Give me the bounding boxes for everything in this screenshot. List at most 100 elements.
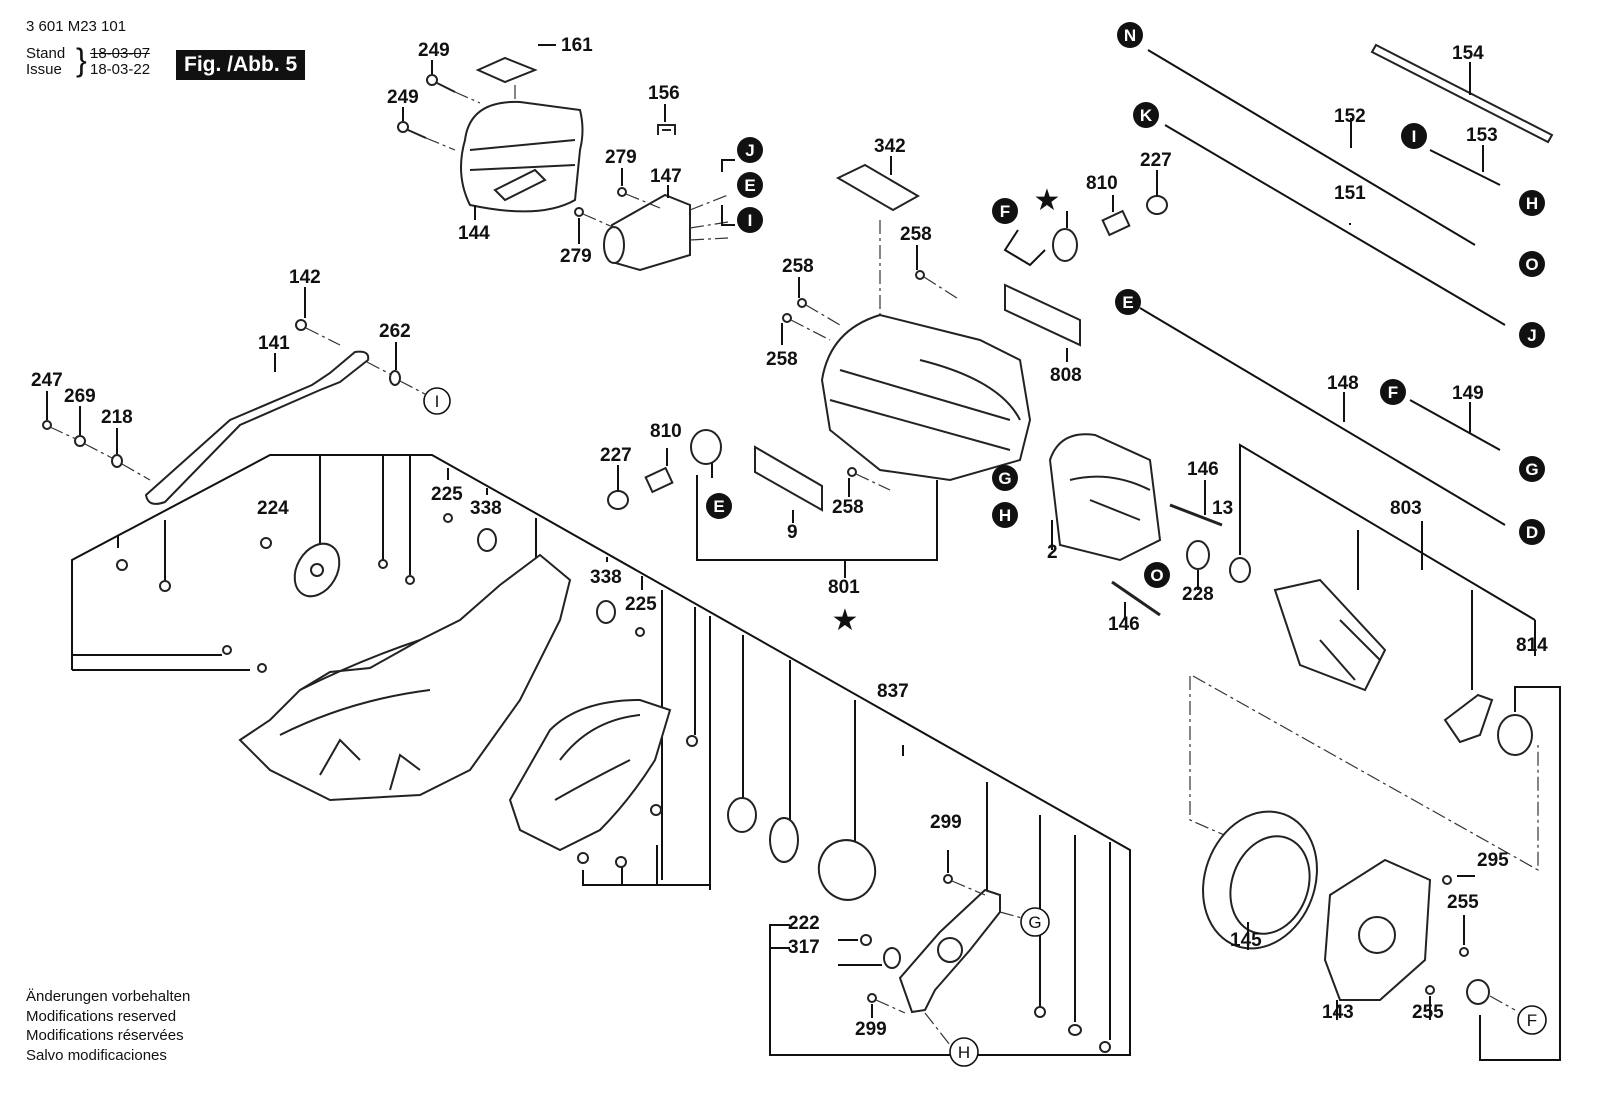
- star-symbol-brush: ★: [1034, 184, 1061, 217]
- svg-text:H: H: [1526, 194, 1538, 213]
- brush-cap-227-b: [1146, 170, 1168, 215]
- part-label: 153: [1466, 125, 1498, 146]
- part-label: 152: [1334, 106, 1366, 127]
- armature-bracket-803: [1357, 521, 1536, 690]
- part-label: 151: [1334, 183, 1366, 204]
- stand-label: Stand: [26, 45, 66, 62]
- carbon-brush-810-b: [1101, 195, 1131, 237]
- brush-holder-a: [690, 429, 722, 478]
- wire-148: [1139, 307, 1506, 526]
- ref-marker-o-wire: O: [1519, 251, 1545, 277]
- svg-text:★: ★: [832, 604, 859, 637]
- revision-dates: 18-03-07 18-03-22: [90, 46, 150, 78]
- screw-142: [295, 287, 341, 346]
- ref-markers-light: I G H F: [423, 387, 1547, 1067]
- issue-label: Issue: [26, 61, 62, 78]
- part-label: 279: [605, 147, 637, 168]
- switch-147: [603, 159, 735, 272]
- part-label: 255: [1412, 1002, 1444, 1023]
- part-label: 258: [782, 256, 814, 277]
- svg-text:I: I: [748, 211, 753, 230]
- part-label: 146: [1187, 459, 1219, 480]
- nut-269: [49, 406, 86, 447]
- part-label: 299: [855, 1019, 887, 1040]
- through-bolt-146-a: [1169, 480, 1223, 527]
- small-fasteners: [116, 513, 1111, 1053]
- note-spanish: Salvo modificaciones: [26, 1046, 167, 1064]
- document-code: 3 601 M23 101: [26, 18, 127, 35]
- screw-249-b: [397, 107, 456, 151]
- screw-249-a: [426, 60, 481, 104]
- ref-marker-f-brush: F: [992, 198, 1018, 224]
- svg-text:F: F: [1527, 1011, 1537, 1030]
- screw-255-a: [1459, 915, 1469, 957]
- ref-marker-o-stator: O: [1144, 562, 1170, 588]
- svg-text:G: G: [1028, 913, 1041, 932]
- motor-housing: [820, 313, 1032, 482]
- label-808: [1004, 283, 1081, 362]
- wire-153: [1429, 145, 1501, 186]
- part-label: 803: [1390, 498, 1422, 519]
- svg-text:H: H: [958, 1043, 970, 1062]
- part-label: 258: [900, 224, 932, 245]
- wire-151: [1164, 124, 1506, 326]
- blade-cover: [508, 698, 672, 852]
- part-label: 146: [1108, 614, 1140, 635]
- svg-text:G: G: [1525, 460, 1538, 479]
- screws-258: [781, 245, 961, 497]
- footer-notes: Änderungen vorbehalten Modifications res…: [26, 987, 190, 1065]
- motor-housing-bracket-801: [696, 475, 938, 578]
- part-label: 247: [31, 370, 63, 391]
- sticker-342: [835, 156, 921, 320]
- part-label: 224: [257, 498, 289, 519]
- part-label: 9: [787, 522, 798, 543]
- svg-text:K: K: [1140, 106, 1153, 125]
- svg-text:N: N: [1124, 26, 1136, 45]
- svg-text:J: J: [1527, 326, 1536, 345]
- screw-279-b: [574, 207, 616, 244]
- part-label: 810: [650, 421, 682, 442]
- ref-marker-k: K: [1133, 102, 1159, 128]
- note-french: Modifications réservées: [26, 1027, 184, 1044]
- svg-text:O: O: [1150, 566, 1163, 585]
- svg-text:E: E: [744, 176, 755, 195]
- part-label: 147: [650, 166, 682, 187]
- ref-marker-g-wire: G: [1519, 456, 1545, 482]
- stand-date: 18-03-07: [90, 45, 151, 62]
- label-9: [754, 445, 823, 523]
- ref-marker-i-switch: I: [737, 207, 763, 233]
- part-label: 295: [1477, 850, 1509, 871]
- part-label: 262: [379, 321, 411, 342]
- part-label: 249: [418, 40, 450, 61]
- part-label: 258: [832, 497, 864, 518]
- label-sticker-161: [475, 44, 556, 110]
- ref-marker-g-bracket: G: [1020, 907, 1050, 937]
- part-label: 143: [1322, 1002, 1354, 1023]
- washer-218: [84, 428, 151, 481]
- armature: [1273, 578, 1387, 692]
- carbon-brush-810-a: [644, 448, 674, 494]
- ref-marker-i-handle: I: [423, 387, 451, 415]
- end-shield-143: [1323, 858, 1432, 1020]
- part-label: 338: [590, 567, 622, 588]
- svg-text:O: O: [1525, 255, 1538, 274]
- part-label: 144: [458, 223, 490, 244]
- svg-text:I: I: [1412, 127, 1417, 146]
- nut-222: [838, 934, 872, 946]
- note-english: Modifications reserved: [26, 1007, 177, 1025]
- svg-text:E: E: [1122, 293, 1133, 312]
- washer-262: [366, 342, 426, 395]
- part-label: 837: [877, 681, 909, 702]
- brush-cap-227-a: [607, 465, 629, 510]
- flange-plate: [293, 542, 341, 598]
- part-label: 317: [788, 937, 820, 958]
- part-label: 342: [874, 136, 906, 157]
- part-label: 161: [561, 35, 593, 56]
- spacer-317: [838, 947, 901, 969]
- screw-295: [1442, 875, 1475, 885]
- bearing-13: [1229, 443, 1536, 621]
- part-label: 808: [1050, 365, 1082, 386]
- star-symbol-801: ★: [832, 604, 859, 637]
- part-label: 148: [1327, 373, 1359, 394]
